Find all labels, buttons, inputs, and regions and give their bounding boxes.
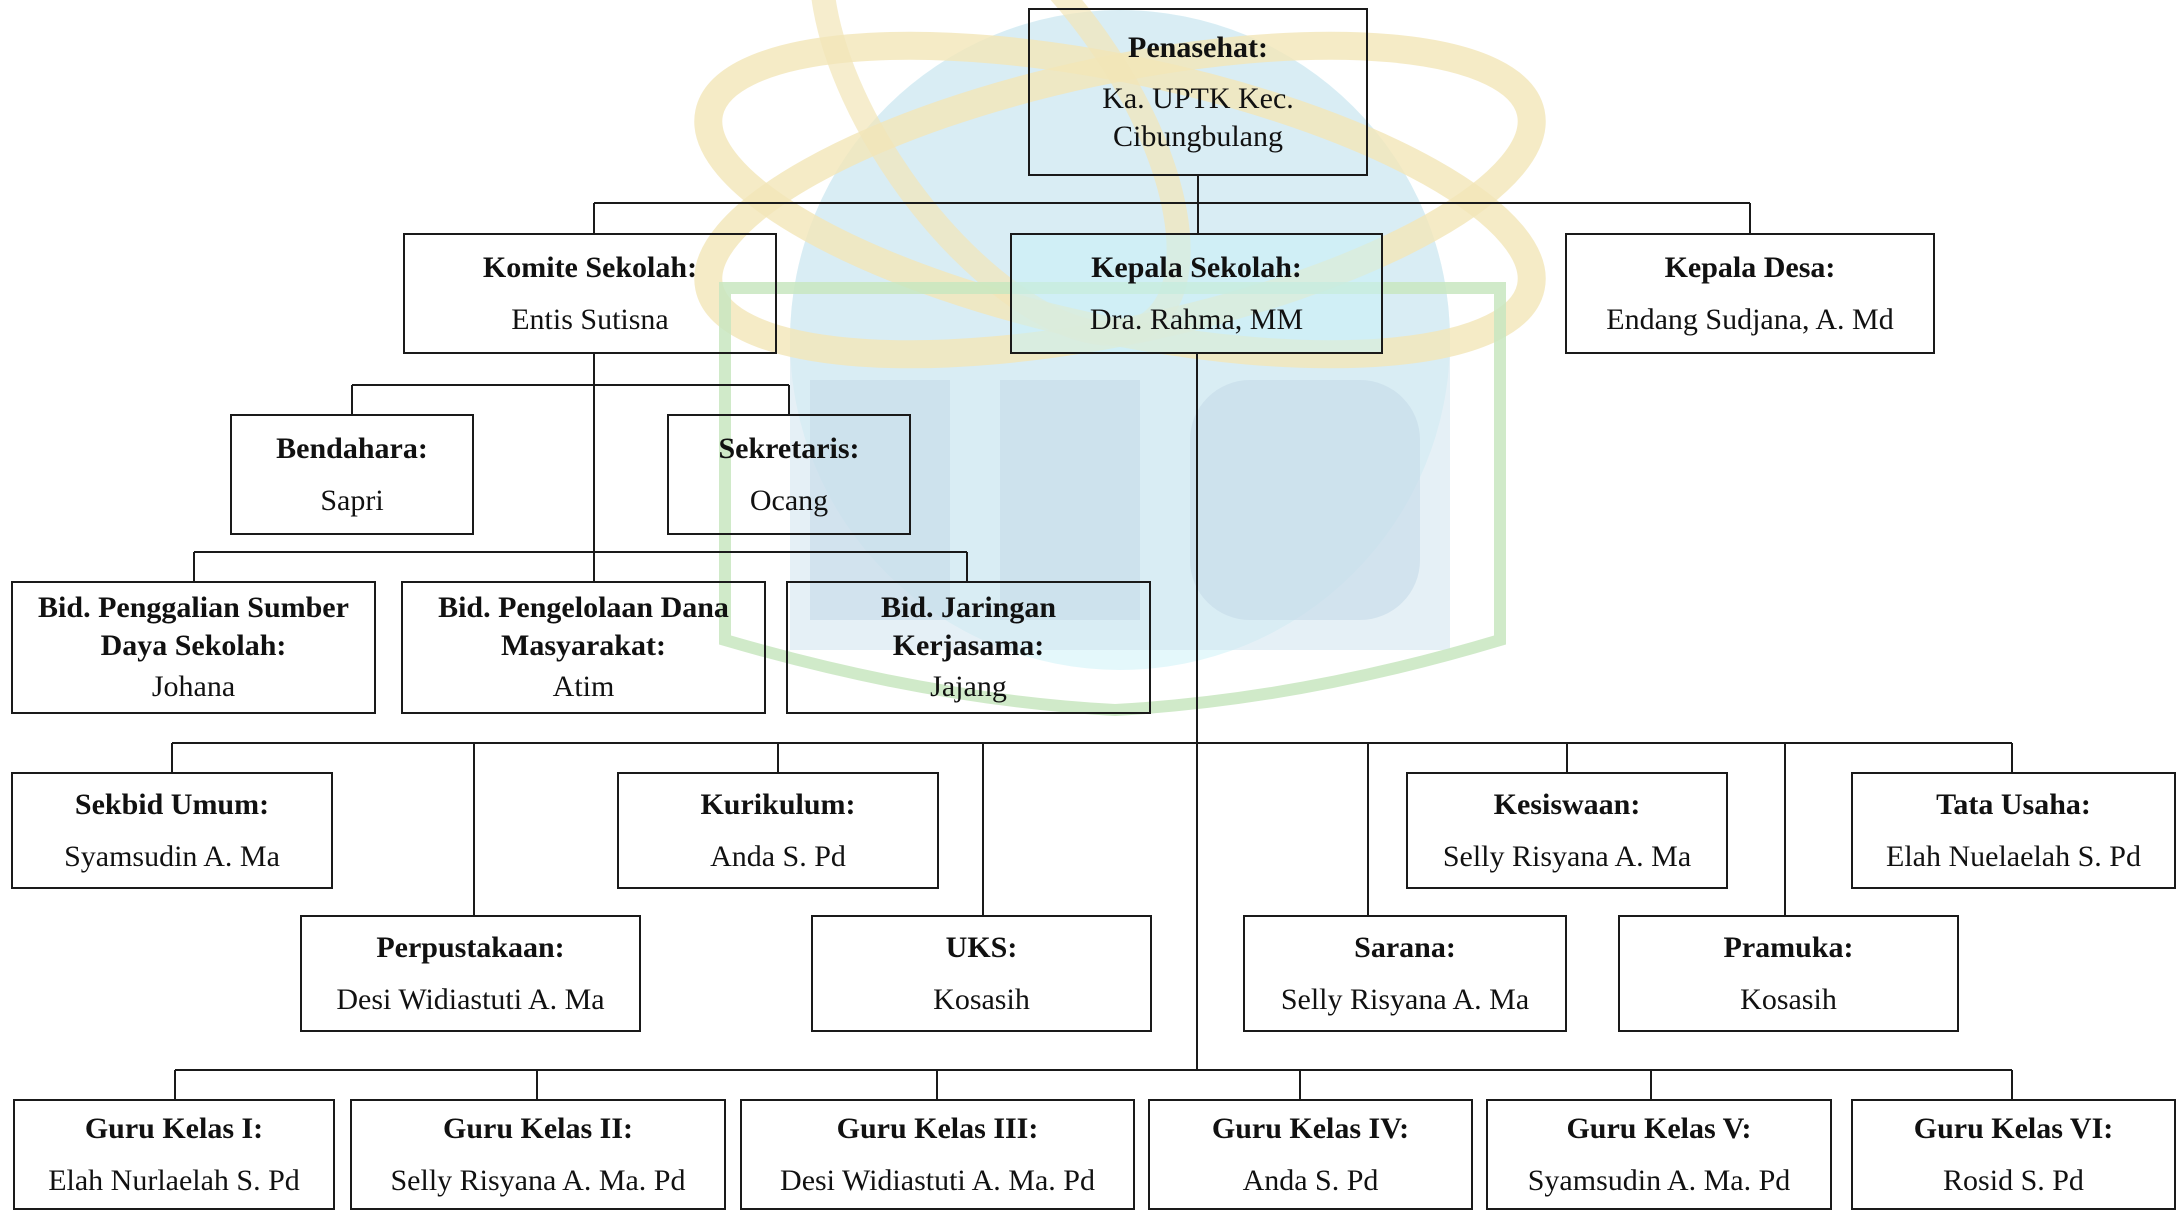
node-tata-usaha: Tata Usaha: Elah Nuelaelah S. Pd: [1851, 772, 2176, 889]
node-name: Dra. Rahma, MM: [1089, 302, 1304, 336]
node-sekretaris: Sekretaris: Ocang: [667, 414, 911, 535]
node-title: Guru Kelas IV:: [1211, 1112, 1410, 1145]
node-name: Ka. UPTK Kec. Cibungbulang: [1102, 82, 1294, 153]
node-guru-kelas-4: Guru Kelas IV: Anda S. Pd: [1148, 1099, 1473, 1210]
node-name: Syamsudin A. Ma: [64, 839, 280, 873]
node-name: Johana: [151, 670, 236, 704]
node-title: Kepala Sekolah:: [1091, 251, 1302, 284]
node-title: Kepala Desa:: [1664, 251, 1836, 284]
node-title: Guru Kelas V:: [1566, 1112, 1752, 1145]
node-title: Guru Kelas I:: [84, 1112, 264, 1145]
node-kurikulum: Kurikulum: Anda S. Pd: [617, 772, 939, 889]
node-title: Pramuka:: [1723, 931, 1854, 964]
node-name: Syamsudin A. Ma. Pd: [1527, 1163, 1791, 1197]
node-guru-kelas-5: Guru Kelas V: Syamsudin A. Ma. Pd: [1486, 1099, 1832, 1210]
node-title: Guru Kelas III:: [836, 1112, 1039, 1145]
node-title: Guru Kelas II:: [442, 1112, 634, 1145]
node-guru-kelas-6: Guru Kelas VI: Rosid S. Pd: [1851, 1099, 2176, 1210]
node-guru-kelas-1: Guru Kelas I: Elah Nurlaelah S. Pd: [13, 1099, 335, 1210]
node-title: Bid. Jaringan Kerjasama:: [880, 591, 1057, 662]
node-kesiswaan: Kesiswaan: Selly Risyana A. Ma: [1406, 772, 1728, 889]
node-name: Ocang: [749, 483, 829, 517]
node-title: Kurikulum:: [700, 788, 856, 821]
node-title: Bendahara:: [276, 432, 428, 465]
node-name: Sapri: [320, 483, 384, 517]
node-bendahara: Bendahara: Sapri: [230, 414, 474, 535]
node-name: Atim: [552, 670, 615, 704]
node-perpustakaan: Perpustakaan: Desi Widiastuti A. Ma: [300, 915, 641, 1032]
node-name: Selly Risyana A. Ma: [1442, 839, 1692, 873]
node-name: Jajang: [930, 670, 1007, 704]
node-title: Perpustakaan:: [376, 931, 565, 964]
node-sekbid-umum: Sekbid Umum: Syamsudin A. Ma: [11, 772, 333, 889]
node-title: Penasehat:: [1128, 30, 1268, 64]
node-name: Desi Widiastuti A. Ma. Pd: [780, 1163, 1095, 1197]
node-title: UKS:: [945, 931, 1018, 964]
node-name: Anda S. Pd: [1242, 1163, 1379, 1197]
node-title: Tata Usaha:: [1936, 788, 2091, 821]
node-name: Rosid S. Pd: [1943, 1163, 2084, 1197]
node-title: Komite Sekolah:: [482, 251, 698, 284]
node-penasehat: Penasehat: Ka. UPTK Kec. Cibungbulang: [1028, 8, 1368, 176]
node-name: Endang Sudjana, A. Md: [1606, 302, 1894, 336]
node-title: Bid. Penggalian Sumber Daya Sekolah:: [38, 591, 349, 662]
node-title: Sekretaris:: [718, 432, 860, 465]
node-pramuka: Pramuka: Kosasih: [1618, 915, 1959, 1032]
node-name: Entis Sutisna: [511, 302, 669, 336]
node-sarana: Sarana: Selly Risyana A. Ma: [1243, 915, 1567, 1032]
node-komite-sekolah: Komite Sekolah: Entis Sutisna: [403, 233, 777, 354]
node-name: Selly Risyana A. Ma. Pd: [390, 1163, 686, 1197]
node-title: Bid. Pengelolaan Dana Masyarakat:: [438, 591, 729, 662]
node-name: Selly Risyana A. Ma: [1280, 982, 1530, 1016]
node-title: Kesiswaan:: [1493, 788, 1641, 821]
node-bid-penggalian: Bid. Penggalian Sumber Daya Sekolah: Joh…: [11, 581, 376, 714]
node-title: Sarana:: [1354, 931, 1456, 964]
node-guru-kelas-2: Guru Kelas II: Selly Risyana A. Ma. Pd: [350, 1099, 726, 1210]
node-name: Kosasih: [1740, 982, 1837, 1016]
node-name: Elah Nurlaelah S. Pd: [48, 1163, 300, 1197]
node-uks: UKS: Kosasih: [811, 915, 1152, 1032]
node-title: Guru Kelas VI:: [1913, 1112, 2114, 1145]
node-title: Sekbid Umum:: [74, 788, 270, 821]
node-kepala-desa: Kepala Desa: Endang Sudjana, A. Md: [1565, 233, 1935, 354]
node-bid-jaringan: Bid. Jaringan Kerjasama: Jajang: [786, 581, 1151, 714]
node-name: Desi Widiastuti A. Ma: [336, 982, 605, 1016]
node-bid-pengelolaan: Bid. Pengelolaan Dana Masyarakat: Atim: [401, 581, 766, 714]
node-name: Anda S. Pd: [710, 839, 846, 873]
node-name: Elah Nuelaelah S. Pd: [1886, 839, 2141, 873]
node-name: Kosasih: [933, 982, 1030, 1016]
node-guru-kelas-3: Guru Kelas III: Desi Widiastuti A. Ma. P…: [740, 1099, 1135, 1210]
node-kepala-sekolah: Kepala Sekolah: Dra. Rahma, MM: [1010, 233, 1383, 354]
